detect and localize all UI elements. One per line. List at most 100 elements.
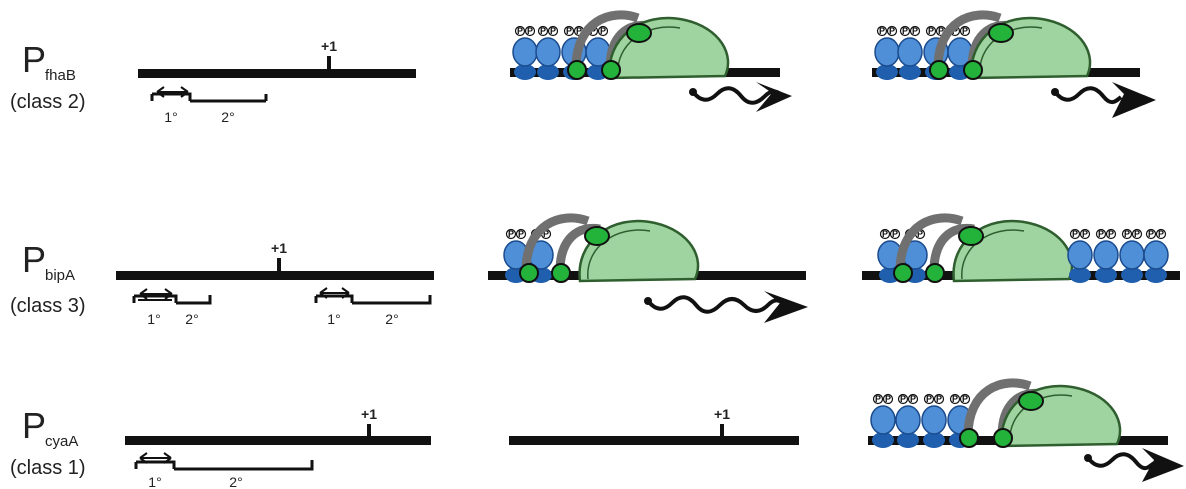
svg-text:P: P — [590, 26, 596, 36]
svg-text:P: P — [952, 26, 958, 36]
primary-site-bracket — [132, 294, 178, 303]
svg-text:P: P — [1148, 229, 1154, 239]
transcription-complex: P P P P — [862, 213, 1180, 283]
svg-text:P: P — [902, 26, 908, 36]
primary-site-bracket — [150, 92, 192, 101]
promoter-map: +1 1° 2° — [138, 38, 416, 125]
svg-text:P: P — [1134, 229, 1140, 239]
svg-text:P: P — [1082, 229, 1088, 239]
secondary-site-bracket — [352, 295, 432, 305]
svg-text:P: P — [926, 394, 932, 404]
phosphorylated-bvga-icon: P P — [1093, 228, 1119, 283]
dna-line — [116, 271, 434, 280]
svg-text:P: P — [962, 26, 968, 36]
row-fhaB: P fhaB (class 2) +1 1° 2° P P — [10, 10, 1156, 125]
tss-tick — [327, 56, 331, 70]
svg-text:P: P — [882, 229, 888, 239]
svg-text:P: P — [910, 394, 916, 404]
svg-text:P: P — [875, 394, 881, 404]
svg-text:P: P — [889, 26, 895, 36]
rna-polymerase-icon — [929, 10, 1092, 80]
tss-label: +1 — [321, 38, 337, 54]
wavy-arrow-icon — [1084, 448, 1184, 482]
tss-tick — [720, 424, 724, 438]
row-bipA: P bipA (class 3) +1 1° 2° 1° 2° — [10, 213, 1180, 327]
site-label-secondary: 2° — [385, 311, 398, 327]
site-label-primary: 1° — [164, 109, 177, 125]
site-label-secondary: 2° — [229, 474, 242, 489]
svg-text:P: P — [928, 26, 934, 36]
unbound-dna: +1 — [509, 406, 799, 445]
dna-line — [125, 436, 431, 445]
phosphorylated-bvga-icon: P P — [1119, 228, 1145, 283]
svg-text:P: P — [540, 26, 546, 36]
svg-text:P: P — [1124, 229, 1130, 239]
svg-text:P: P — [917, 229, 923, 239]
dna-line — [138, 69, 416, 78]
promoter-class: (class 3) — [10, 295, 86, 317]
tss-label: +1 — [271, 240, 287, 256]
tss-label: +1 — [714, 406, 730, 422]
double-arrow-icon — [156, 86, 189, 98]
svg-text:P: P — [600, 26, 606, 36]
svg-text:P: P — [1072, 229, 1078, 239]
phosphorylated-bvga-icon: P P — [895, 393, 921, 448]
phosphorylated-bvga-icon: P P — [1067, 228, 1093, 283]
secondary-site-bracket — [190, 94, 268, 103]
phosphorylated-bvga-icon: P P — [874, 25, 900, 80]
tss-tick — [367, 424, 371, 438]
promoter-subscript: cyaA — [45, 433, 78, 450]
transcription-complex: P P P P P P — [872, 10, 1156, 118]
promoter-letter: P — [22, 239, 46, 280]
promoter-letter: P — [22, 405, 46, 446]
svg-text:P: P — [912, 26, 918, 36]
svg-text:P: P — [576, 26, 582, 36]
transcription-complex: P P P P P P — [868, 378, 1184, 482]
site-label-secondary: 2° — [185, 311, 198, 327]
svg-text:P: P — [936, 394, 942, 404]
svg-text:P: P — [527, 26, 533, 36]
tss-label: +1 — [361, 406, 377, 422]
promoter-class: (class 2) — [10, 91, 86, 113]
site-label-primary: 1° — [147, 311, 160, 327]
rna-polymerase-icon — [567, 10, 730, 80]
promoter-subscript: fhaB — [45, 67, 76, 84]
transcription-complex: P P P P P P — [510, 10, 792, 112]
promoter-map: +1 1° 2° — [125, 406, 431, 489]
svg-text:P: P — [938, 26, 944, 36]
promoter-class: (class 1) — [10, 457, 86, 479]
double-arrow-icon — [139, 288, 173, 300]
svg-text:P: P — [517, 26, 523, 36]
svg-text:P: P — [1158, 229, 1164, 239]
rna-polymerase-icon — [893, 213, 1074, 283]
site-label-primary: 1° — [148, 474, 161, 489]
svg-text:P: P — [962, 394, 968, 404]
phosphorylated-bvga-icon: P P — [870, 393, 896, 448]
secondary-site-bracket — [174, 460, 314, 471]
svg-text:P: P — [952, 394, 958, 404]
phosphorylated-bvga-icon: P P — [1143, 228, 1169, 283]
site-label-secondary: 2° — [221, 109, 234, 125]
promoter-map: +1 1° 2° 1° 2° — [116, 240, 434, 327]
svg-text:P: P — [879, 26, 885, 36]
svg-text:P: P — [518, 229, 524, 239]
tss-tick — [277, 258, 281, 272]
svg-text:P: P — [892, 229, 898, 239]
svg-text:P: P — [550, 26, 556, 36]
dna-line — [509, 436, 799, 445]
site-label-primary: 1° — [327, 311, 340, 327]
phosphorylated-bvga-icon: P P — [897, 25, 923, 80]
primary-site-bracket — [314, 294, 354, 303]
row-cyaA: P cyaA (class 1) +1 1° 2° +1 — [10, 378, 1184, 489]
transcription-complex: P P P P — [488, 213, 808, 323]
promoter-subscript: bipA — [45, 267, 75, 284]
svg-text:P: P — [566, 26, 572, 36]
svg-text:P: P — [1108, 229, 1114, 239]
rna-polymerase-icon — [519, 213, 700, 283]
svg-text:P: P — [508, 229, 514, 239]
double-arrow-icon — [139, 452, 172, 464]
promoter-letter: P — [22, 39, 46, 80]
wavy-arrow-icon — [1051, 82, 1156, 118]
phosphorylated-bvga-icon: P P — [921, 393, 947, 448]
